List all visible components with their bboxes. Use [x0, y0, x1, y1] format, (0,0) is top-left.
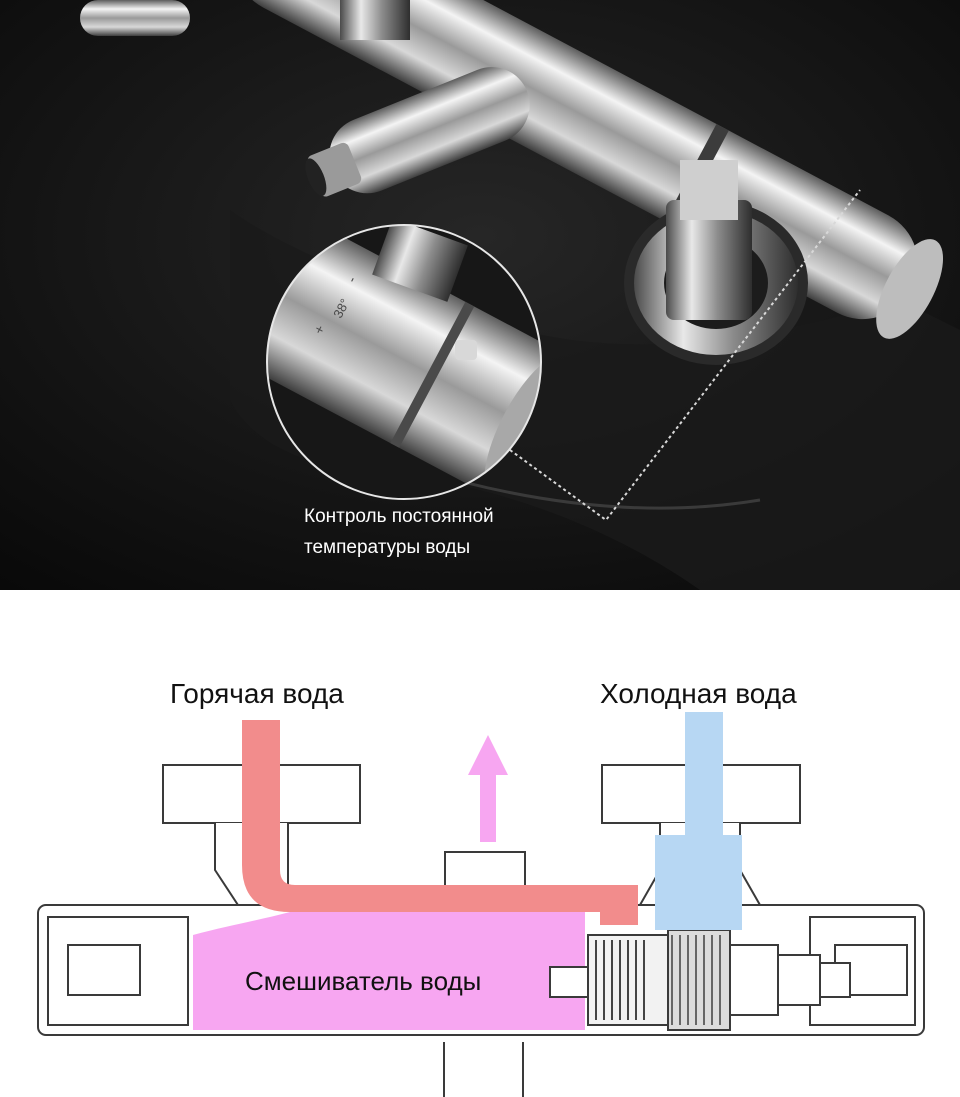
wall-mount: [624, 160, 808, 365]
mixed-water-outflow-arrow: [468, 735, 508, 842]
left-cap-inner: [67, 944, 141, 996]
thermostat-photo: 38° - +: [0, 0, 960, 590]
cold-water-flow: [655, 712, 742, 930]
hot-water-flow: [242, 720, 638, 925]
mixing-chamber: [193, 912, 585, 1030]
water-mixer-label: Смешиватель воды: [245, 966, 482, 996]
water-flow-diagram: [0, 590, 960, 1097]
feature-caption-line1: Контроль постоянной: [304, 506, 494, 527]
callout-line: [509, 189, 861, 522]
top-nut: [340, 0, 410, 40]
feature-caption-line2: температуры воды: [304, 537, 471, 558]
cold-water-label: Холодная вода: [600, 678, 797, 709]
hot-water-label: Горячая вода: [170, 678, 344, 709]
thermostatic-cartridge: [549, 929, 851, 1031]
outlet-hole: [305, 158, 327, 196]
outlet-connector: [329, 67, 530, 194]
dial-minus-mark: -: [343, 273, 359, 285]
thermostat-knob-end: [876, 239, 944, 339]
top-connector: [80, 0, 190, 36]
